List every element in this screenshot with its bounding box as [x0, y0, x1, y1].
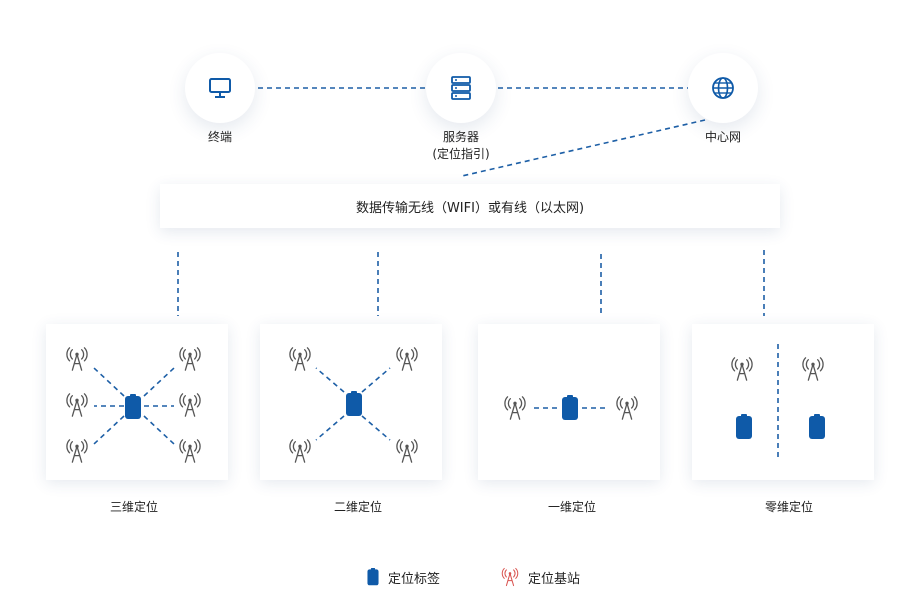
panel-2d-caption: 二维定位: [333, 500, 382, 514]
station-icon: [504, 396, 526, 420]
server-label-line1: 服务器: [442, 130, 479, 144]
center-node: [688, 53, 758, 123]
station-icon: [802, 357, 824, 381]
panel-2d: [260, 324, 442, 480]
station-icon: [616, 396, 638, 420]
panel-3d: [46, 324, 228, 480]
station-icon: [179, 439, 201, 463]
station-icon: [731, 357, 753, 381]
station-icon: [396, 347, 418, 371]
station-icon: [289, 439, 311, 463]
tag-icon: [809, 414, 825, 439]
link-center-banner: [461, 119, 706, 177]
station-icon: [179, 347, 201, 371]
station-legend-icon: [501, 567, 519, 587]
transport-banner: 数据传输无线（WIFI）或有线（以太网): [160, 184, 780, 228]
legend-station-label: 定位基站: [528, 571, 581, 587]
station-icon: [289, 347, 311, 371]
terminal-node: [185, 53, 255, 123]
panel-3d-caption: 三维定位: [109, 500, 158, 514]
station-icon: [66, 393, 88, 417]
transport-banner-text: 数据传输无线（WIFI）或有线（以太网): [355, 200, 585, 216]
tag-icon: [346, 391, 362, 416]
terminal-label: 终端: [207, 130, 232, 144]
globe-icon: [712, 77, 734, 99]
station-icon: [66, 439, 88, 463]
legend-tag: 定位标签: [366, 568, 441, 587]
server-icon: [451, 76, 471, 100]
panel-0d: [692, 324, 874, 480]
tag-icon: [125, 394, 141, 419]
panel-1d: [478, 324, 660, 480]
tag-icon: [367, 568, 379, 586]
monitor-icon: [209, 78, 231, 98]
station-icon: [396, 439, 418, 463]
station-icon: [179, 393, 201, 417]
server-label: 服务器 (定位指引): [411, 129, 511, 163]
tag-icon: [562, 395, 578, 420]
legend-tag-label: 定位标签: [388, 571, 441, 587]
server-label-line2: (定位指引): [432, 147, 490, 161]
station-icon: [66, 347, 88, 371]
server-node: [426, 53, 496, 123]
tag-icon: [736, 414, 752, 439]
legend-station: 定位基站: [500, 567, 581, 587]
center-label: 中心网: [704, 130, 741, 144]
panel-0d-caption: 零维定位: [764, 500, 813, 514]
panel-1d-caption: 一维定位: [547, 500, 596, 514]
